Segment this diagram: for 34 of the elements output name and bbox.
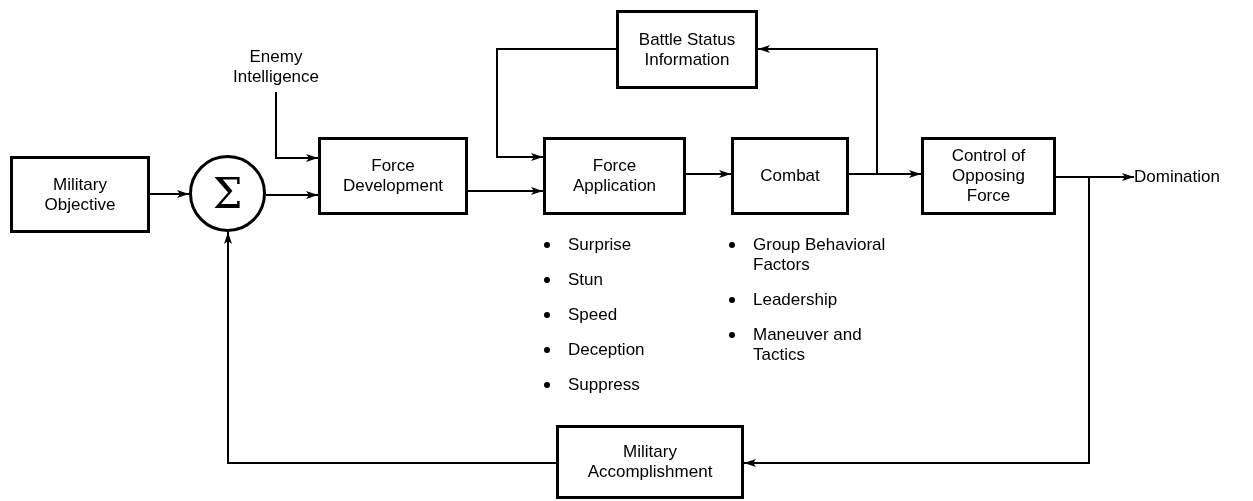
arrow xyxy=(757,45,878,175)
process-box xyxy=(921,137,1056,215)
arrow xyxy=(467,187,544,195)
process-box xyxy=(731,137,849,215)
arrow xyxy=(685,170,732,178)
box-label: Military Objective xyxy=(43,174,117,215)
box-label: Control of Opposing Force xyxy=(950,146,1027,206)
arrow xyxy=(743,176,1090,467)
list-item-text: Deception xyxy=(568,340,645,360)
list-item-text: Maneuver and Tactics xyxy=(753,325,863,365)
list-item-text: Leadership xyxy=(753,290,838,310)
process-box xyxy=(616,10,758,89)
list-item-text: Speed xyxy=(568,305,618,325)
box-label: Combat xyxy=(760,166,820,186)
arrow xyxy=(149,190,190,198)
process-box xyxy=(10,156,150,233)
box-label: Military Accomplishment xyxy=(586,442,714,482)
list-item-text: Surprise xyxy=(568,235,632,255)
list-item-text: Group Behavioral Factors xyxy=(753,235,887,275)
process-box xyxy=(556,425,744,499)
box-label: Force Development xyxy=(341,156,445,196)
box-label: Battle Status Information xyxy=(637,29,737,70)
sigma-symbol: Σ xyxy=(212,172,243,215)
arrow xyxy=(265,191,319,199)
input-label: Enemy Intelligence xyxy=(216,42,336,92)
arrow xyxy=(275,91,319,162)
process-box xyxy=(543,137,686,215)
list-item-text: Stun xyxy=(568,270,603,290)
output-label: Domination xyxy=(1134,166,1250,188)
arrow xyxy=(496,48,617,161)
process-box xyxy=(318,137,468,215)
list-item-text: Suppress xyxy=(568,375,640,395)
arrow xyxy=(224,231,557,464)
box-label: Force Application xyxy=(571,156,658,196)
